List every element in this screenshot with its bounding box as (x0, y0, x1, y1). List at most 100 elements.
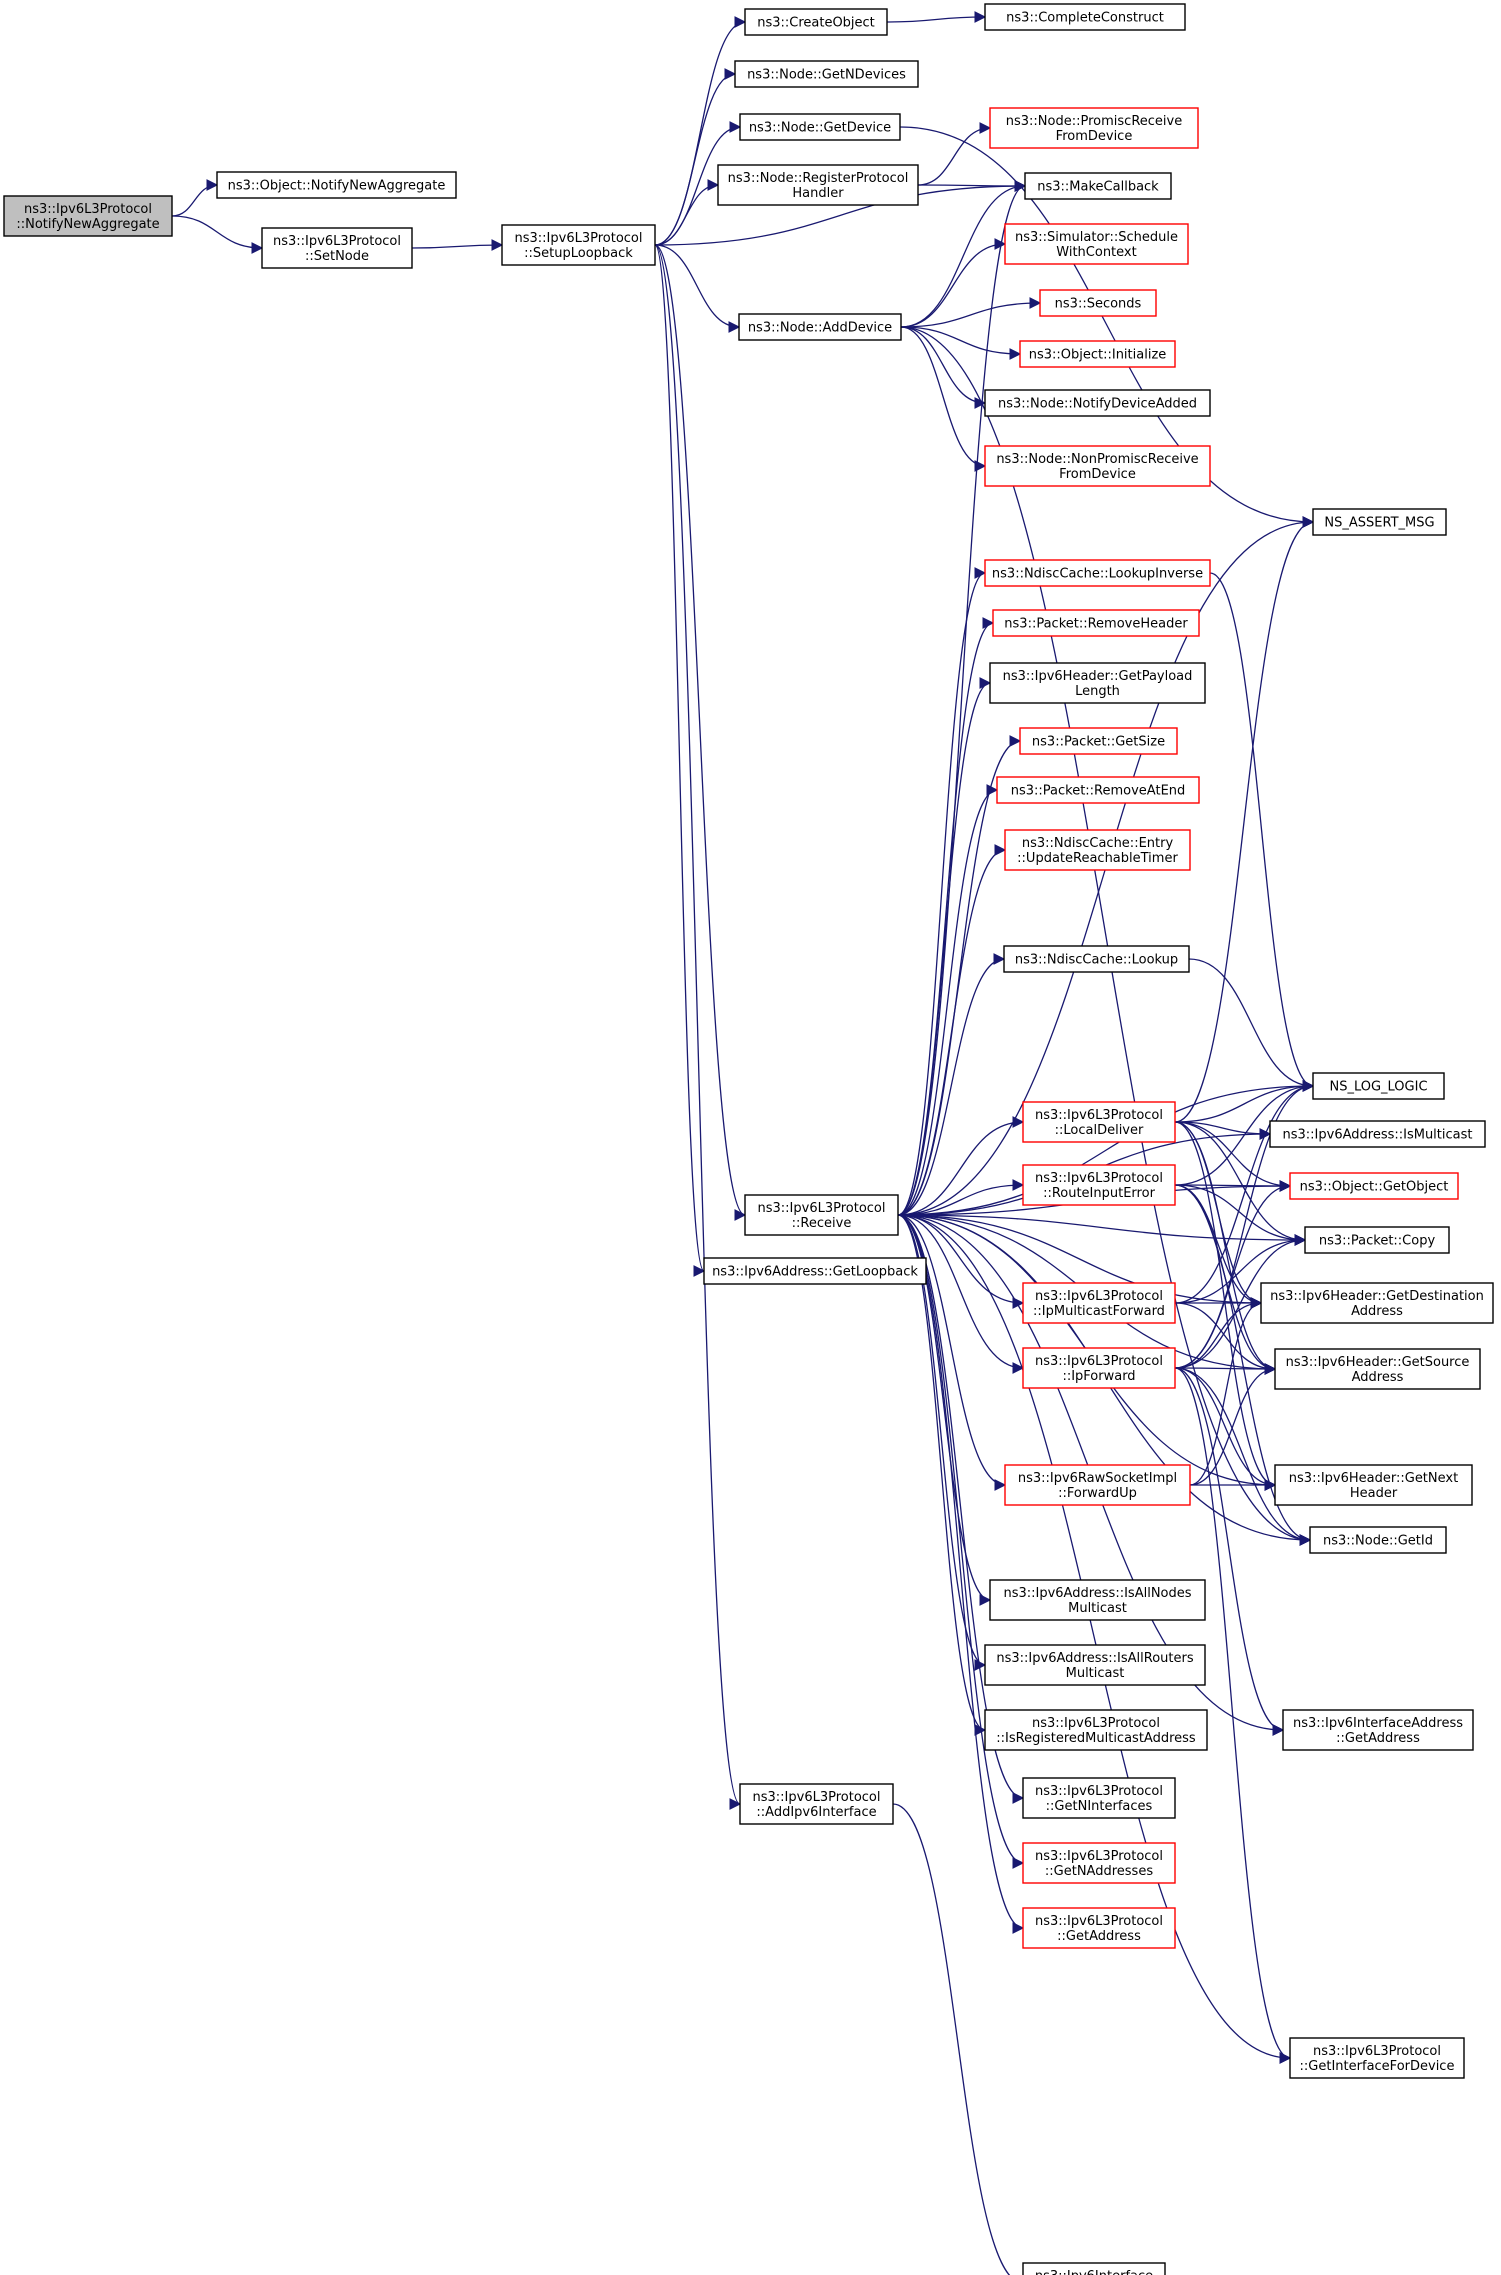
edge-receive-to-localdeliver (897, 1116, 1025, 1216)
node-obj_notify[interactable]: ns3::Object::NotifyNewAggregate (216, 171, 457, 199)
node-label: ns3::Ipv6Address::IsAllNodes (1003, 1586, 1191, 1601)
edge-receive-to-getaddr (897, 1214, 1025, 1934)
node-label: ns3::Node::GetDevice (749, 121, 891, 136)
node-createobj[interactable]: ns3::CreateObject (744, 8, 888, 36)
nodes-layer: ns3::Ipv6L3Protocol::NotifyNewAggregaten… (3, 3, 1494, 2275)
edge-ipfwd-to-getiffordev (1174, 1367, 1292, 2064)
node-label: ::GetInterfaceForDevice (1300, 2059, 1455, 2074)
node-getobject[interactable]: ns3::Object::GetObject (1289, 1172, 1459, 1200)
node-label: ns3::Ipv6Header::GetDestination (1270, 1289, 1484, 1304)
node-removeheader[interactable]: ns3::Packet::RemoveHeader (992, 609, 1200, 637)
node-label: ns3::Ipv6L3Protocol (753, 1790, 881, 1805)
node-box (1004, 223, 1189, 265)
node-label: ::RouteInputError (1043, 1186, 1156, 1201)
node-adddevice[interactable]: ns3::Node::AddDevice (738, 313, 902, 341)
node-getdevice[interactable]: ns3::Node::GetDevice (739, 113, 901, 141)
node-label: ::IpForward (1062, 1369, 1135, 1384)
node-label: ns3::Ipv6Header::GetNext (1289, 1471, 1458, 1486)
node-box (717, 164, 919, 206)
node-label: ns3::NdiscCache::Entry (1022, 836, 1174, 851)
node-routeinerr[interactable]: ns3::Ipv6L3Protocol::RouteInputError (1022, 1164, 1176, 1206)
node-initialize[interactable]: ns3::Object::Initialize (1019, 340, 1176, 368)
node-getsize[interactable]: ns3::Packet::GetSize (1019, 727, 1178, 755)
node-box (1282, 1709, 1474, 1751)
node-getnif[interactable]: ns3::Ipv6L3Protocol::GetNInterfaces (1022, 1777, 1176, 1819)
node-loglogic[interactable]: NS_LOG_LOGIC (1312, 1072, 1445, 1100)
edge-ipmcfwd-to-copy (1174, 1234, 1307, 1304)
node-label: ns3::NdiscCache::Lookup (1015, 953, 1178, 968)
edge-receive-to-getdest (897, 1214, 1263, 1309)
node-setnode[interactable]: ns3::Ipv6L3Protocol::SetNode (261, 227, 413, 269)
node-ipmcfwd[interactable]: ns3::Ipv6L3Protocol::IpMulticastForward (1022, 1282, 1176, 1324)
node-label: ns3::Packet::RemoveHeader (1004, 617, 1188, 632)
node-box (216, 171, 457, 199)
node-notifydevadded[interactable]: ns3::Node::NotifyDeviceAdded (984, 389, 1211, 417)
node-label: ns3::Ipv6Header::GetSource (1286, 1355, 1470, 1370)
node-getnaddr[interactable]: ns3::Ipv6L3Protocol::GetNAddresses (1022, 1842, 1176, 1884)
node-label: Address (1351, 1304, 1403, 1319)
node-getiffordev[interactable]: ns3::Ipv6L3Protocol::GetInterfaceForDevi… (1289, 2037, 1465, 2079)
edge-setuploop-to-getloopback (654, 244, 706, 1277)
node-box (1039, 289, 1157, 317)
node-label: ns3::Ipv6RawSocketImpl (1018, 1471, 1177, 1486)
node-label: ns3::Object::Initialize (1029, 348, 1167, 363)
node-label: ns3::Ipv6L3Protocol (1035, 1784, 1163, 1799)
node-getloopback[interactable]: ns3::Ipv6Address::GetLoopback (703, 1257, 927, 1285)
node-localdeliver[interactable]: ns3::Ipv6L3Protocol::LocalDeliver (1022, 1101, 1176, 1143)
node-isregmc[interactable]: ns3::Ipv6L3Protocol::IsRegisteredMultica… (984, 1709, 1208, 1751)
node-ifgetdev[interactable]: ns3::Ipv6Interface::GetDevice (1022, 2262, 1166, 2275)
node-box (744, 1194, 899, 1236)
edge-regproto-to-promisc (917, 122, 992, 186)
edge-receive-to-lookupinv (897, 567, 987, 1216)
node-receive[interactable]: ns3::Ipv6L3Protocol::Receive (744, 1194, 899, 1236)
node-getaddr[interactable]: ns3::Ipv6L3Protocol::GetAddress (1022, 1907, 1176, 1949)
node-addipv6if[interactable]: ns3::Ipv6L3Protocol::AddIpv6Interface (739, 1783, 894, 1825)
edge-lookupinv-to-loglogic (1209, 572, 1315, 1092)
node-copy[interactable]: ns3::Packet::Copy (1304, 1226, 1450, 1254)
node-getid[interactable]: ns3::Node::GetId (1309, 1526, 1447, 1554)
node-setuploop[interactable]: ns3::Ipv6L3Protocol::SetupLoopback (501, 224, 656, 266)
node-lookup[interactable]: ns3::NdiscCache::Lookup (1003, 945, 1190, 973)
node-label: ns3::Node::GetId (1323, 1534, 1433, 1549)
node-getndevices[interactable]: ns3::Node::GetNDevices (734, 60, 919, 88)
node-label: NS_ASSERT_MSG (1324, 516, 1434, 531)
node-ipfwd[interactable]: ns3::Ipv6L3Protocol::IpForward (1022, 1347, 1176, 1389)
node-assert[interactable]: NS_ASSERT_MSG (1312, 508, 1447, 536)
node-box (1274, 1464, 1473, 1506)
edge-receive-to-getnaddr (897, 1214, 1025, 1869)
edge-setuploop-to-adddevice (654, 244, 741, 333)
node-rawfwd[interactable]: ns3::Ipv6RawSocketImpl::ForwardUp (1004, 1464, 1191, 1506)
edge-ipfwd-to-getobject (1174, 1180, 1292, 1369)
node-label: ns3::Packet::Copy (1319, 1234, 1436, 1249)
node-lookupinv[interactable]: ns3::NdiscCache::LookupInverse (984, 559, 1211, 587)
node-seconds[interactable]: ns3::Seconds (1039, 289, 1157, 317)
edge-ipfwd-to-getsrc (1174, 1363, 1277, 1375)
node-box (1022, 1164, 1176, 1206)
node-completeconstruct[interactable]: ns3::CompleteConstruct (984, 3, 1186, 31)
edge-localdeliver-to-getobject (1174, 1121, 1292, 1192)
node-removeatend[interactable]: ns3::Packet::RemoveAtEnd (996, 776, 1200, 804)
node-box (989, 662, 1206, 704)
node-label: ns3::Ipv6L3Protocol (1035, 1108, 1163, 1123)
edge-root-to-setnode (171, 215, 264, 254)
node-ismulticast[interactable]: ns3::Ipv6Address::IsMulticast (1269, 1120, 1486, 1148)
edge-root-to-obj_notify (171, 179, 219, 217)
edge-receive-to-makecallback (897, 180, 1027, 1216)
node-label: WithContext (1056, 245, 1136, 260)
edge-createobj-to-completeconstruct (886, 11, 987, 23)
node-makecallback[interactable]: ns3::MakeCallback (1024, 172, 1172, 200)
edge-receive-to-getpayload (897, 677, 992, 1216)
node-updatereach[interactable]: ns3::NdiscCache::Entry::UpdateReachableT… (1004, 829, 1191, 871)
node-label: ::SetNode (305, 249, 369, 264)
node-ifaddrget[interactable]: ns3::Ipv6InterfaceAddress::GetAddress (1282, 1709, 1474, 1751)
